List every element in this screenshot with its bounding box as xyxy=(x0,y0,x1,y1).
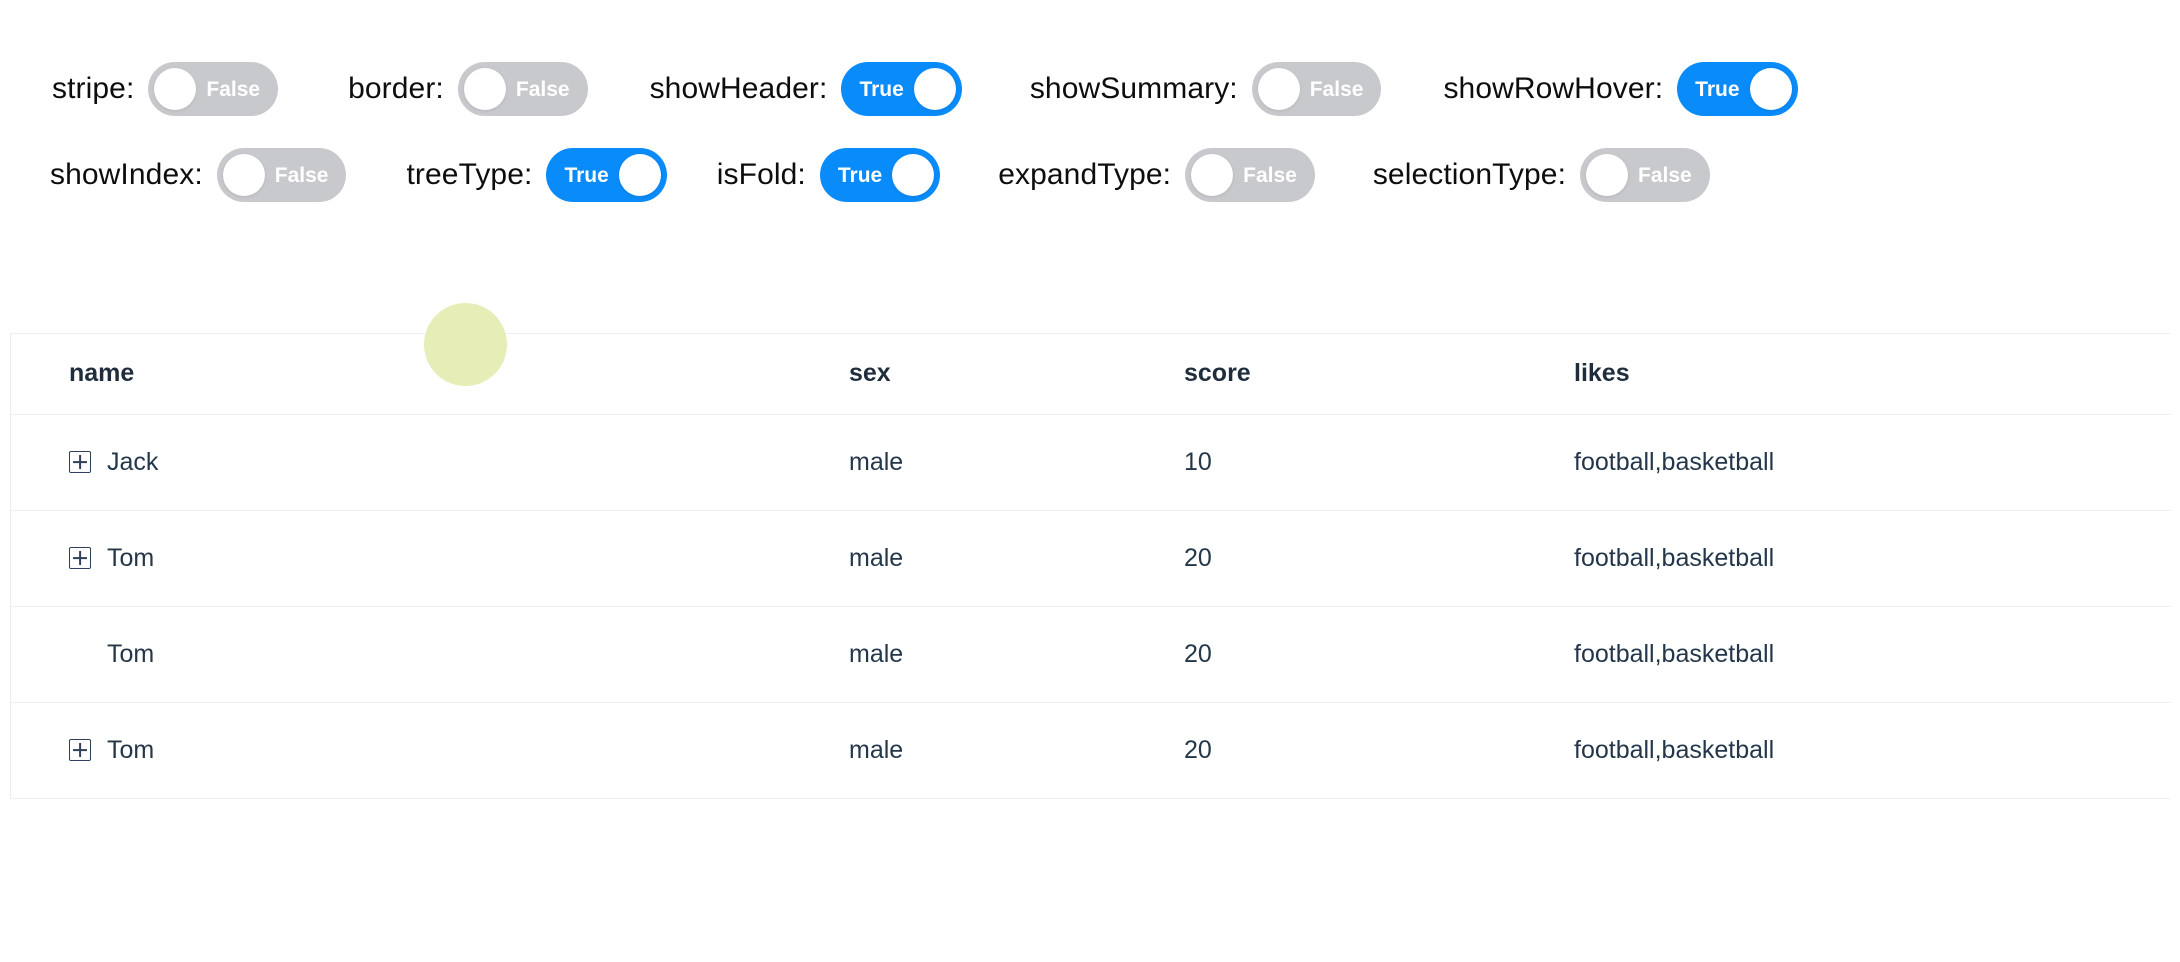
control-label: showSummary: xyxy=(1029,72,1238,105)
switch-knob-icon xyxy=(1749,68,1792,110)
expand-plus-icon[interactable] xyxy=(69,451,91,473)
toggle-switch-treetype[interactable]: True xyxy=(546,148,667,202)
control-label: isFold: xyxy=(716,158,806,191)
switch-knob-icon xyxy=(1586,154,1629,196)
control-field-isfold: isFold: True xyxy=(716,148,941,202)
cell-likes: football,basketball xyxy=(1516,606,2171,703)
switch-knob-icon xyxy=(154,68,197,110)
cell-score: 10 xyxy=(1126,414,1516,511)
cell-likes: football,basketball xyxy=(1516,414,2171,511)
cell-sex: male xyxy=(791,414,1126,511)
cell-name: Tom xyxy=(11,702,791,798)
control-label: stripe: xyxy=(52,72,135,105)
toggle-switch-showheader[interactable]: True xyxy=(841,62,962,116)
toggle-switch-showsummary[interactable]: False xyxy=(1251,62,1382,116)
cell-likes: football,basketball xyxy=(1516,702,2171,798)
switch-state-label: False xyxy=(1309,77,1364,101)
switch-knob-icon xyxy=(463,68,506,110)
cell-sex: male xyxy=(791,510,1126,607)
control-label: showIndex: xyxy=(50,158,203,191)
control-label: border: xyxy=(348,72,444,105)
control-label: selectionType: xyxy=(1372,158,1567,191)
toggle-switch-expandtype[interactable]: False xyxy=(1185,148,1315,202)
cell-sex: male xyxy=(791,606,1126,703)
switch-state-label: True xyxy=(1695,77,1740,101)
cell-score: 20 xyxy=(1126,702,1516,798)
row-name-text: Tom xyxy=(107,735,155,764)
cell-score: 20 xyxy=(1126,606,1516,703)
switch-state-label: False xyxy=(515,77,570,101)
row-name-text: Tom xyxy=(107,639,155,668)
switch-knob-icon xyxy=(1257,68,1300,110)
toggle-switch-stripe[interactable]: False xyxy=(148,62,279,116)
toggle-switch-selectiontype[interactable]: False xyxy=(1580,148,1710,202)
switch-state-label: False xyxy=(1638,163,1692,187)
control-field-border: border: False xyxy=(348,62,588,116)
toggle-switch-isfold[interactable]: True xyxy=(819,148,941,202)
switch-knob-icon xyxy=(892,154,935,196)
switch-state-label: False xyxy=(274,163,329,187)
row-name-text: Jack xyxy=(107,447,159,476)
column-header-score: score xyxy=(1126,334,1516,415)
control-field-showsummary: showSummary: False xyxy=(1030,62,1382,116)
cell-sex: male xyxy=(791,702,1126,798)
switch-state-label: False xyxy=(1243,163,1297,187)
control-label: expandType: xyxy=(998,158,1172,191)
name-cell-content: Tom xyxy=(69,543,791,572)
column-header-likes: likes xyxy=(1516,334,2171,415)
control-field-expandtype: expandType: False xyxy=(998,148,1315,202)
controls-row-2: showIndex: False treeType: True isFold: True e… xyxy=(0,132,2180,218)
switch-knob-icon xyxy=(222,154,265,196)
switch-state-label: True xyxy=(564,163,609,187)
control-field-treetype: treeType: True xyxy=(406,148,667,202)
switch-state-label: True xyxy=(859,77,904,101)
switch-knob-icon xyxy=(618,154,661,196)
toggle-switch-showrowhover[interactable]: True xyxy=(1677,62,1798,116)
toggle-switch-border[interactable]: False xyxy=(457,62,588,116)
cell-name: Tom xyxy=(11,606,791,703)
name-cell-content: Tom xyxy=(69,735,791,764)
toggle-switch-showindex[interactable]: False xyxy=(216,148,347,202)
column-header-name: name xyxy=(11,334,791,415)
name-cell-content: Tom xyxy=(69,639,791,668)
cell-likes: football,basketball xyxy=(1516,510,2171,607)
control-field-stripe: stripe: False xyxy=(52,62,279,116)
cell-name: Tom xyxy=(11,510,791,607)
switch-knob-icon xyxy=(913,68,956,110)
control-field-showrowhover: showRowHover: True xyxy=(1443,62,1798,116)
column-header-sex: sex xyxy=(791,334,1126,415)
control-field-showindex: showIndex: False xyxy=(50,148,347,202)
switch-state-label: False xyxy=(206,77,261,101)
row-name-text: Tom xyxy=(107,543,155,572)
cell-score: 20 xyxy=(1126,510,1516,607)
control-label: showRowHover: xyxy=(1443,72,1664,105)
control-label: treeType: xyxy=(406,158,533,191)
control-field-showheader: showHeader: True xyxy=(650,62,962,116)
expand-plus-icon[interactable] xyxy=(69,547,91,569)
switch-state-label: True xyxy=(837,163,883,187)
switch-knob-icon xyxy=(1191,154,1234,196)
control-label: showHeader: xyxy=(649,72,828,105)
control-field-selectiontype: selectionType: False xyxy=(1373,148,1710,202)
name-cell-content: Jack xyxy=(69,447,791,476)
expand-plus-icon[interactable] xyxy=(69,739,91,762)
cell-name: Jack xyxy=(11,414,791,511)
